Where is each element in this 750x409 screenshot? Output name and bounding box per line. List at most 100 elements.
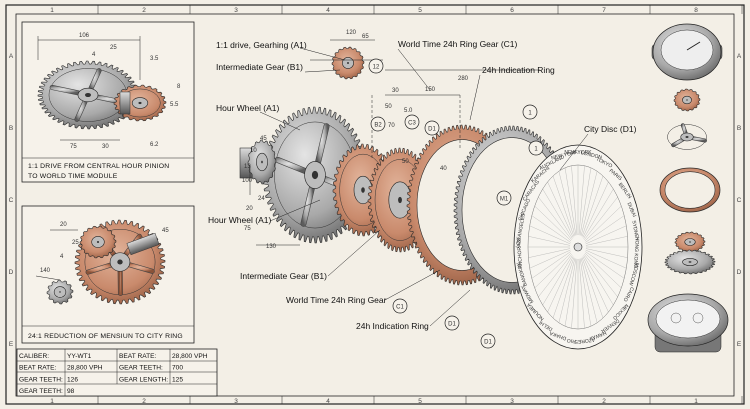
dimension-value: 40 [440,166,447,172]
spec-cell: 700 [172,365,183,372]
spec-cell: BEAT RATE: [119,353,157,360]
city-label: LONDON [580,150,603,161]
dimension-value: 13 [244,164,251,170]
zone-top-4: 4 [326,7,330,14]
right-spoked-wheel-rim [667,124,707,150]
right-gear-1 [674,231,706,253]
spec-cell: GEAR LENGTH: [119,376,168,383]
city-disc-ray [542,188,573,239]
detail-top-large-gear-bore [85,92,91,98]
city-disc-ray [579,167,592,236]
balloon-8: C1 [392,298,408,314]
pinion-left-bore [261,160,263,164]
zone-top-3: 3 [234,7,238,14]
city-label: ANCHORAGE [516,236,524,269]
city-disc-ray [538,254,572,298]
watch-bottom-subdial-1 [670,312,682,324]
leader-intermediate [304,69,341,73]
inner-frame [15,13,735,397]
detail-bottom-nut-bore [59,291,61,293]
leader-ind-bottom [429,289,471,327]
balloon-5: 1 [522,104,538,120]
zone-bottom-7: 2 [602,398,606,405]
detail-top-dim-0: 106 [79,33,90,39]
balloon-8-circle [392,298,408,314]
dimension-value: 45 [260,136,267,142]
city-label: RIO [566,337,576,344]
city-disc-ray [571,258,578,329]
city-label: AZORES [573,336,595,344]
right-spoked-wheel-spoke-face [690,136,707,142]
balloon-4-text: D1 [428,127,436,133]
detail-bottom-large-gear-spoke-face [126,262,155,274]
zone-bottom-1: 1 [50,398,54,405]
callout-indication-ring-bottom: 24h Indication Ring [356,321,429,331]
callout-indication-ring-top: 24h Indication Ring [482,65,555,75]
city-disc-ray [564,258,577,327]
city-disc-ray [542,255,573,306]
leader-ring-bottom [384,269,441,301]
detail-bottom-nut [46,279,74,305]
balloon-2: B2 [370,116,386,132]
callout-drive-gearing: 1:1 drive, Gearhing (A1) [216,40,307,50]
balloon-7-circle [496,190,512,206]
spec-cell: CALIBER: [19,353,49,360]
zone-bottom-6: 3 [510,398,514,405]
city-disc-ray [547,181,574,238]
detail-bottom-large-gear-spoke-face [86,262,114,275]
city-disc-ray [552,175,575,237]
detail-bottom-leader [35,275,61,281]
city-disc-ray [585,251,625,279]
city-disc-ray [582,256,609,313]
dimension-value: 50 [402,159,409,165]
spec-cell: 28,800 VPH [172,353,208,360]
city-disc-ray [584,252,622,289]
zone-right-E: E [737,341,742,348]
detail-top-large-gear-spoke-face [89,68,101,91]
callout-hour-wheel-bottom: Hour Wheel (A1) [208,215,271,225]
city-disc-ray [579,258,592,327]
city-disc-ray [582,181,609,238]
city-disc-ray [547,256,574,313]
callout-hour-wheel-top: Hour Wheel (A1) [216,103,279,113]
detail-top-caption-2: TO WORLD TIME MODULE [28,173,118,180]
city-disc-ray [534,252,572,289]
hour-wheel-main-spoke-face [275,157,308,174]
city-label: DUBAI [625,202,637,218]
callout-world-ring-bottom: World Time 24h Ring Gear [286,295,387,305]
city-disc-ray [564,167,577,236]
zone-left-A: A [9,53,14,60]
zone-left-D: D [9,269,14,276]
right-ring-inner [664,171,716,209]
zone-bottom-8: 1 [694,398,698,405]
city-disc-ray [584,254,618,298]
city-disc-ray [581,257,604,319]
right-gear-2 [664,249,716,275]
zone-right-D: D [737,269,742,276]
city-disc-ray [585,249,627,269]
detail-top-large-gear-spoke-face [50,85,81,95]
leader-ring-top [397,48,431,91]
detail-top-dim-8: 8 [177,84,181,90]
zone-left-B: B [9,125,13,132]
balloon-10-circle [480,333,496,349]
spec-cell: GEAR TEETH: [19,376,63,383]
city-disc-ray [571,165,578,236]
balloon-5-text: 1 [528,111,532,117]
dimension-value: 130 [266,244,277,250]
spec-cell: YY-WT1 [67,353,92,360]
city-disc-ray [580,258,598,323]
right-small-gear [673,88,701,112]
city-label: SYDNEY [630,220,640,242]
dimension-value: 75 [244,226,251,232]
dimension-value: 30 [392,88,399,94]
right-gear-2-bore [688,261,692,263]
zone-top-8: 8 [694,7,698,14]
intermediate-gear-b2-bore [398,196,402,204]
zone-right-C: C [737,197,742,204]
zone-top-5: 5 [418,7,422,14]
right-spoked-wheel [668,125,707,150]
city-disc-ray [558,171,576,236]
